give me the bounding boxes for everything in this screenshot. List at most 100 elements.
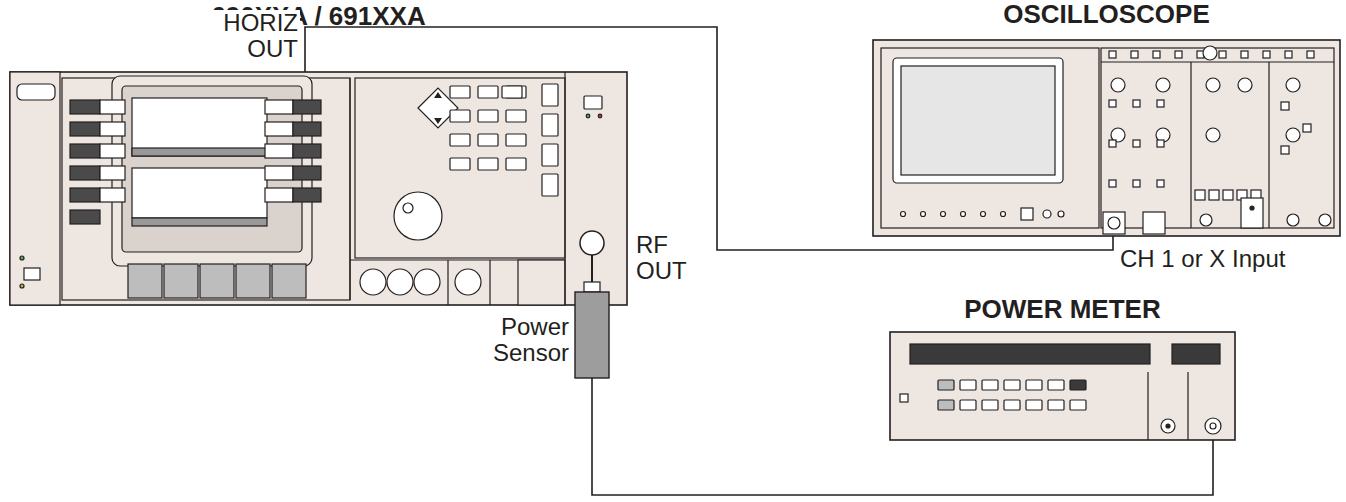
panel-part: [132, 148, 267, 156]
panel-part: [960, 400, 976, 410]
panel-part: [542, 114, 558, 136]
panel-line: [1190, 62, 1191, 228]
panel-part: [890, 332, 1235, 440]
panel-knob: [20, 256, 24, 260]
panel-part: [1281, 102, 1289, 110]
panel-part: [1026, 380, 1042, 390]
panel-part: [1004, 380, 1020, 390]
panel-part: [1109, 180, 1116, 187]
panel-part: [132, 218, 267, 226]
panel-part: [584, 96, 602, 109]
panel-part: [1048, 400, 1064, 410]
panel-part: [575, 292, 609, 378]
panel-part: [24, 268, 40, 280]
panel-part: [506, 134, 526, 146]
panel-knob: [921, 212, 926, 217]
panel-knob: [1043, 210, 1051, 218]
panel-line: [489, 260, 490, 305]
part-name: Power Sensor: [463, 314, 571, 366]
panel-part: [122, 86, 302, 252]
oscilloscope-drawing: [873, 40, 1340, 236]
panel-knob: [580, 231, 604, 255]
panel-part: [873, 40, 1340, 236]
port-label: CH 1 or X Input: [1118, 246, 1287, 272]
power-sensor-drawing: [575, 282, 609, 378]
panel-knob: [1286, 78, 1300, 92]
signal-generator-drawing: [10, 72, 627, 305]
panel-knob: [901, 212, 906, 217]
panel-part: [450, 110, 470, 122]
panel-part: [1133, 180, 1140, 187]
panel-part: [1021, 208, 1033, 220]
panel-part: [478, 134, 498, 146]
panel-part: [100, 122, 125, 136]
panel-part: [518, 260, 565, 305]
panel-part: [542, 144, 558, 166]
panel-part: [265, 144, 293, 158]
panel-part: [100, 188, 125, 202]
panel-part: [355, 78, 565, 258]
panel-part: [1307, 51, 1314, 58]
panel-knob: [455, 269, 481, 295]
panel-part: [17, 84, 55, 100]
panel-part: [1070, 380, 1086, 390]
panel-part: [70, 166, 100, 180]
panel-knob: [598, 114, 602, 118]
panel-part: [70, 122, 100, 136]
panel-part: [450, 158, 470, 170]
panel-part: [1281, 146, 1289, 154]
panel-part: [982, 380, 998, 390]
panel-part: [265, 166, 293, 180]
panel-knob: [1200, 214, 1212, 226]
panel-part: [478, 86, 498, 98]
panel-line: [447, 260, 448, 305]
panel-part: [1263, 51, 1270, 58]
panel-part: [164, 264, 198, 298]
panel-part: [293, 166, 321, 180]
panel-knob: [1203, 46, 1217, 60]
panel-part: [1241, 198, 1263, 228]
panel-part: [1131, 51, 1138, 58]
panel-knob: [1205, 418, 1221, 434]
panel-knob: [1161, 419, 1175, 433]
oscilloscope: OSCILLOSCOPE: [873, 40, 1340, 236]
panel-part: [1101, 48, 1334, 228]
panel-part: [100, 166, 125, 180]
panel-part: [236, 264, 270, 298]
port-label: RF OUT: [634, 232, 698, 284]
panel-part: [938, 380, 954, 390]
panel-part: [1219, 51, 1226, 58]
panel-line: [1101, 61, 1334, 62]
arrow-keys: [434, 92, 442, 124]
panel-knob: [1206, 128, 1220, 142]
panel-knob: [1001, 212, 1006, 217]
panel-part: [1048, 380, 1064, 390]
panel-knob: [403, 203, 413, 213]
panel-part: [70, 144, 100, 158]
panel-knob: [1111, 78, 1125, 92]
panel-part: [1285, 51, 1292, 58]
panel-knob: [981, 212, 986, 217]
panel-part: [265, 188, 293, 202]
panel-part: [10, 72, 627, 305]
panel-part: [132, 98, 267, 156]
panel-part: [1109, 140, 1116, 147]
panel-part: [100, 100, 125, 114]
panel-part: [1153, 51, 1160, 58]
panel-part: [1209, 190, 1219, 200]
panel-part: [293, 100, 321, 114]
panel-part: [542, 174, 558, 196]
power-meter-drawing: [890, 332, 1235, 440]
panel-knob: [387, 269, 413, 295]
panel-knob: [1108, 217, 1120, 229]
panel-knob: [1287, 214, 1299, 226]
panel-part: [881, 48, 1099, 228]
panel-part: [1175, 51, 1182, 58]
panel-part: [70, 210, 100, 224]
panel-line: [564, 72, 565, 305]
panel-part: [1157, 180, 1164, 187]
panel-knob: [1206, 78, 1220, 92]
panel-part: [70, 188, 100, 202]
panel-part: [1195, 190, 1205, 200]
